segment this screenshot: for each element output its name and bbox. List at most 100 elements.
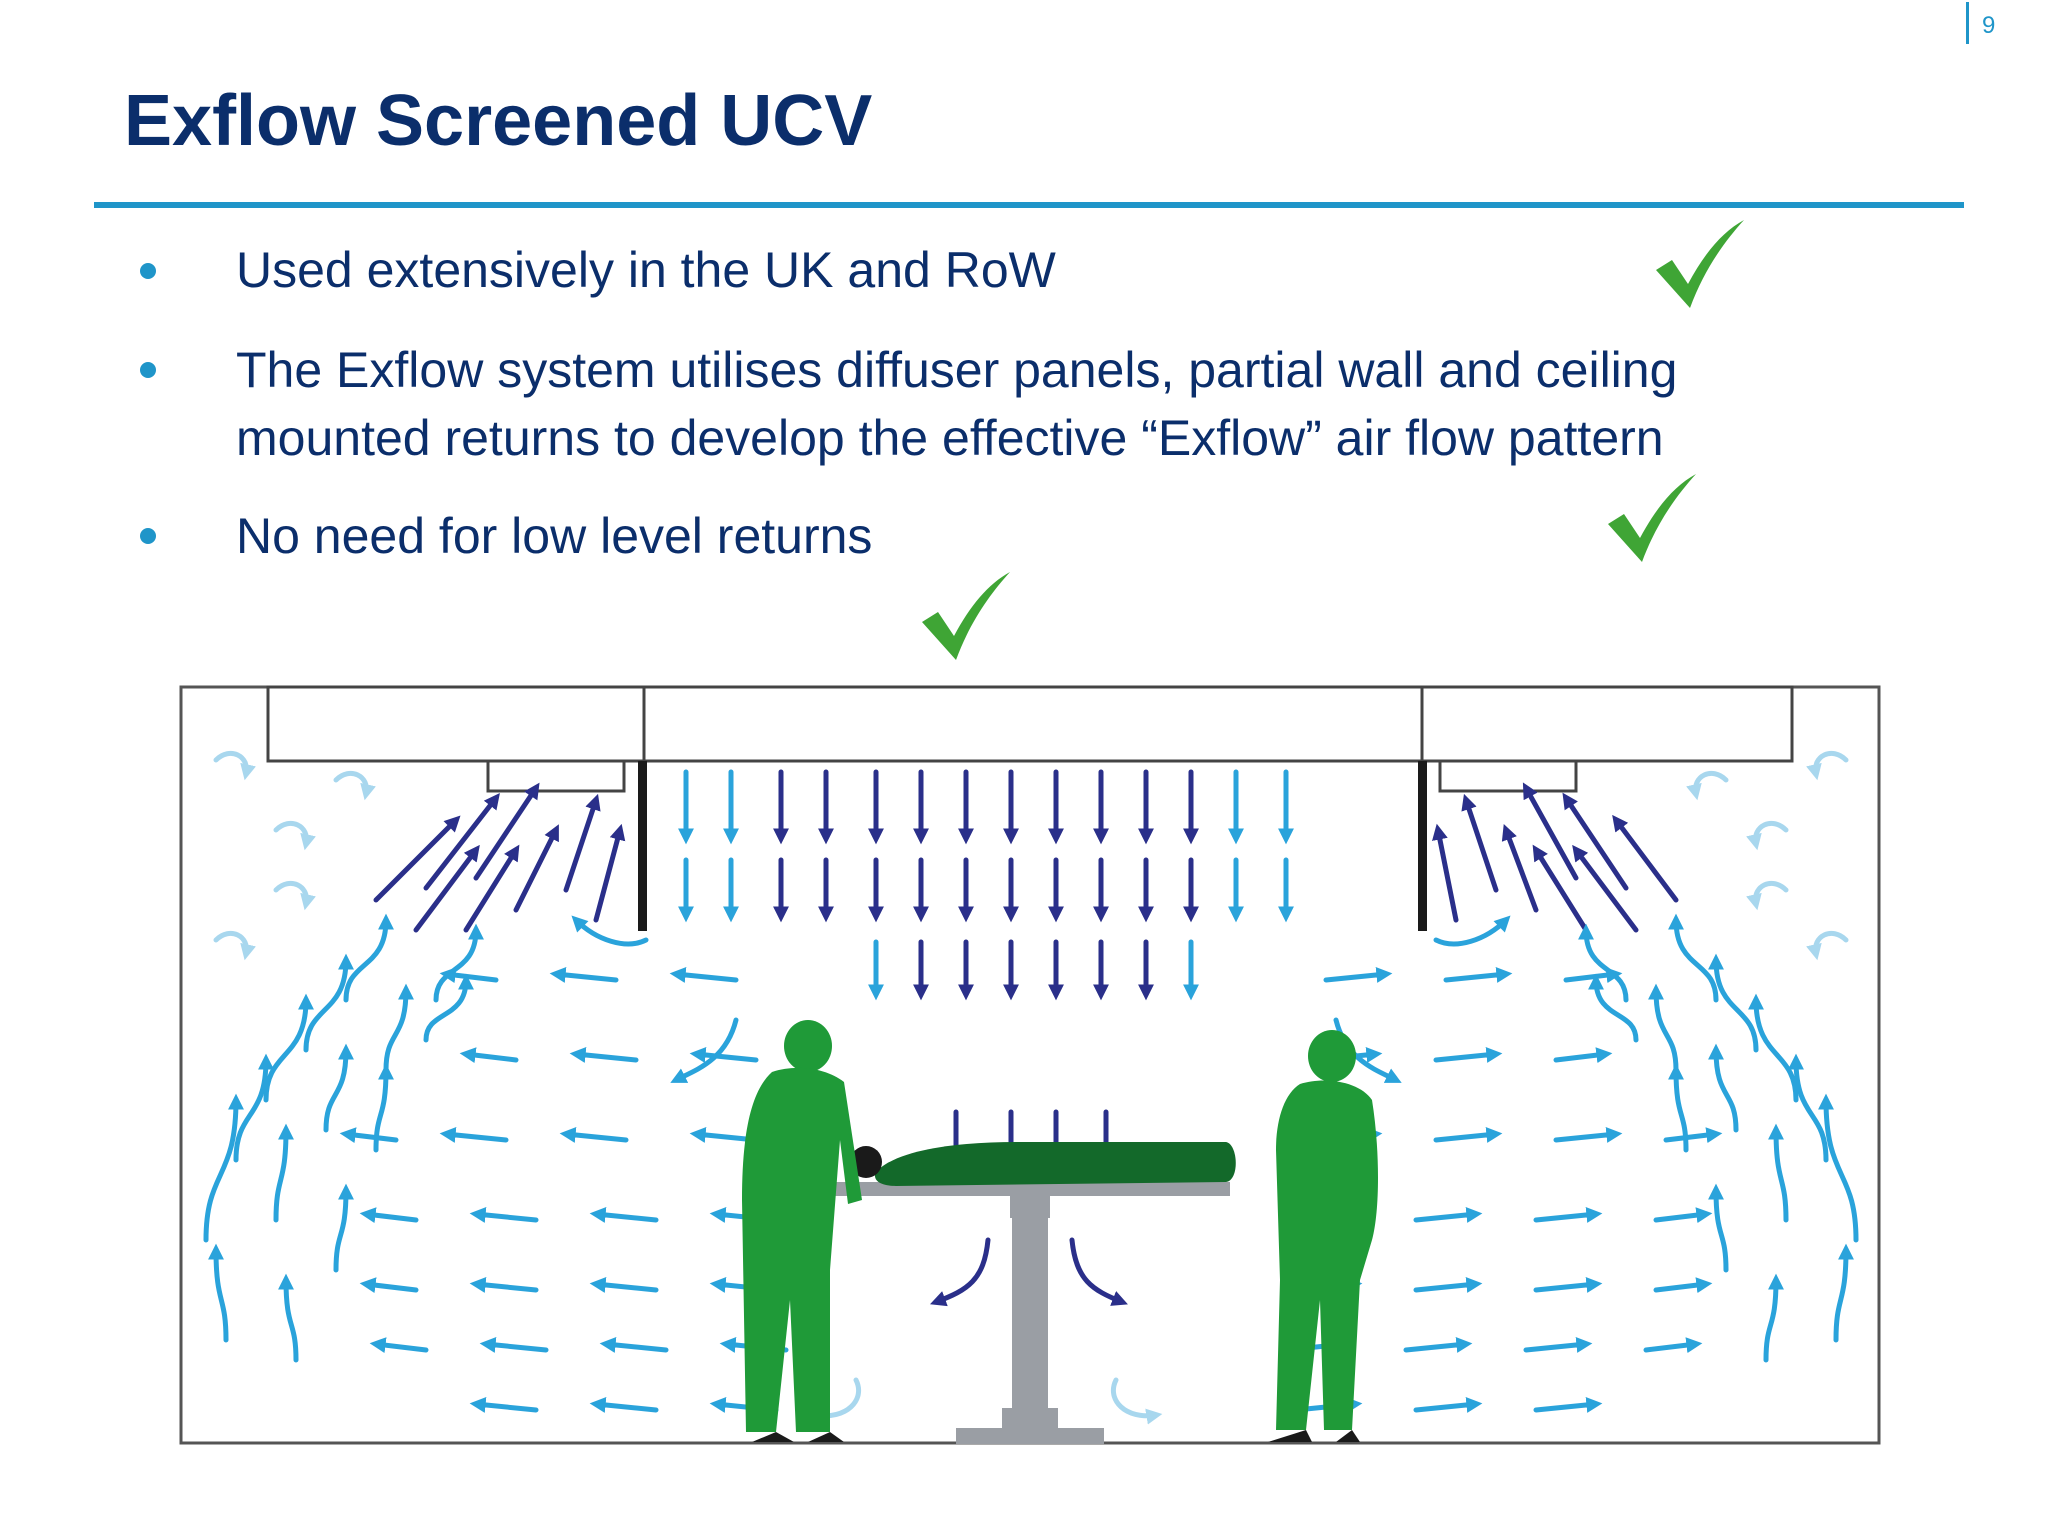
bullet-marker: [140, 528, 156, 544]
airflow-arrow: [669, 966, 739, 983]
airflow-arrow: [1748, 993, 1799, 1103]
title-underline: [94, 202, 1964, 208]
airflow-arrow: [369, 1337, 429, 1354]
check-icon: [1608, 474, 1696, 562]
airflow-arrow: [1433, 915, 1511, 947]
airflow-arrow: [213, 931, 256, 961]
airflow-arrow: [1553, 1126, 1623, 1143]
airflow-arrow: [463, 844, 520, 933]
airflow-arrow: [1433, 1046, 1503, 1063]
airflow-arrow: [1501, 824, 1539, 913]
ceiling-diffuser-center: [642, 685, 1424, 763]
airflow-arrow: [333, 1183, 354, 1273]
ceiling-return-right: [1420, 685, 1794, 763]
airflow-arrow: [589, 1396, 659, 1413]
airflow-arrow: [1461, 793, 1499, 893]
ceiling-return-left: [266, 685, 646, 763]
airflow-arrow: [549, 966, 619, 983]
airflow-arrow: [571, 915, 649, 947]
airflow-arrow: [599, 1336, 669, 1353]
airflow-arrow: [1588, 973, 1639, 1043]
airflow-arrow: [263, 993, 314, 1103]
airflow-arrow: [1578, 923, 1629, 1003]
airflow-arrow: [343, 913, 394, 1003]
airflow-arrow: [1413, 1276, 1483, 1293]
airflow-arrow: [1523, 1336, 1593, 1353]
screen-right: [1418, 761, 1427, 931]
airflow-arrow: [1532, 844, 1589, 933]
airflow-arrow: [1708, 1183, 1729, 1273]
check-icon: [922, 572, 1010, 660]
airflow-arrow: [1563, 967, 1623, 984]
grille-left: [486, 759, 626, 793]
airflow-arrow: [273, 1123, 294, 1223]
page-number: 9: [1982, 12, 1996, 39]
airflow-arrow: [1806, 751, 1849, 781]
bullet-2-line-1: The Exflow system utilises diffuser pane…: [236, 342, 1678, 398]
airflow-arrow: [1833, 1243, 1854, 1343]
airflow-arrow: [473, 782, 540, 881]
airflow-arrow: [469, 1276, 539, 1293]
airflow-arrow: [569, 1046, 639, 1063]
airflow-arrow: [423, 792, 500, 891]
airflow-arrow: [1686, 771, 1729, 801]
airflow-arrow: [459, 1047, 519, 1064]
airflow-arrow: [1533, 1276, 1603, 1293]
airflow-arrow: [1432, 823, 1459, 923]
airflow-arrow: [323, 1043, 354, 1133]
airflow-arrow: [1553, 1047, 1613, 1064]
airflow-arrow: [383, 983, 414, 1073]
airflow-arrow: [439, 1126, 509, 1143]
screen-left: [638, 761, 647, 931]
operating-table: [824, 1182, 1230, 1444]
airflow-arrow: [433, 923, 484, 1003]
airflow-arrow: [1763, 1273, 1784, 1363]
check-icon: [1656, 220, 1744, 308]
airflow-arrow: [1110, 1377, 1163, 1425]
airflow-arrow: [339, 1127, 399, 1144]
airflow-arrow: [1413, 1206, 1483, 1223]
airflow-arrow: [559, 1126, 629, 1143]
airflow-diagram: [179, 685, 1881, 1445]
airflow-arrow: [203, 1093, 244, 1243]
airflow-arrow: [1643, 1337, 1703, 1354]
airflow-arrow: [1746, 821, 1789, 851]
airflow-arrow: [589, 1276, 659, 1293]
airflow-arrow: [1562, 792, 1629, 891]
bullet-1-line-1: Used extensively in the UK and RoW: [236, 242, 1056, 298]
airflow-arrow: [1653, 1277, 1713, 1294]
airflow-arrow: [373, 815, 461, 903]
airflow-arrow: [563, 793, 601, 893]
airflow-arrow: [1768, 1123, 1789, 1223]
airflow-arrow: [1333, 1017, 1402, 1083]
airflow-arrow: [1533, 1396, 1603, 1413]
airflow-arrow: [208, 1243, 229, 1343]
airflow-arrow: [439, 967, 499, 984]
airflow-arrow: [1788, 1053, 1829, 1163]
bullet-2-line-2: mounted returns to develop the effective…: [236, 410, 1664, 466]
airflow-arrow: [1708, 1043, 1739, 1133]
airflow-arrow: [1522, 782, 1579, 881]
airflow-arrow: [589, 1206, 659, 1223]
airflow-arrow: [1403, 1336, 1473, 1353]
patient: [850, 1142, 1236, 1186]
airflow-arrow: [303, 953, 354, 1053]
airflow-arrow: [1708, 953, 1759, 1053]
airflow-arrow: [1323, 966, 1393, 983]
airflow-arrow: [479, 1336, 549, 1353]
airflow-arrow: [593, 823, 626, 923]
airflow-arrow: [1612, 814, 1679, 903]
airflow-arrow: [359, 1207, 419, 1224]
airflow-arrow: [278, 1273, 299, 1363]
airflow-arrow: [1663, 1127, 1723, 1144]
airflow-arrow: [273, 881, 316, 911]
airflow-arrow: [689, 1046, 759, 1063]
airflow-arrow: [1818, 1093, 1859, 1243]
bullet-3-line-1: No need for low level returns: [236, 508, 873, 564]
airflow-arrow: [930, 1237, 991, 1307]
airflow-arrow: [1413, 1396, 1483, 1413]
airflow-arrow: [1572, 844, 1639, 933]
slide-title: Exflow Screened UCV: [124, 81, 873, 161]
airflow-arrow: [333, 771, 376, 801]
airflow-arrow: [469, 1206, 539, 1223]
